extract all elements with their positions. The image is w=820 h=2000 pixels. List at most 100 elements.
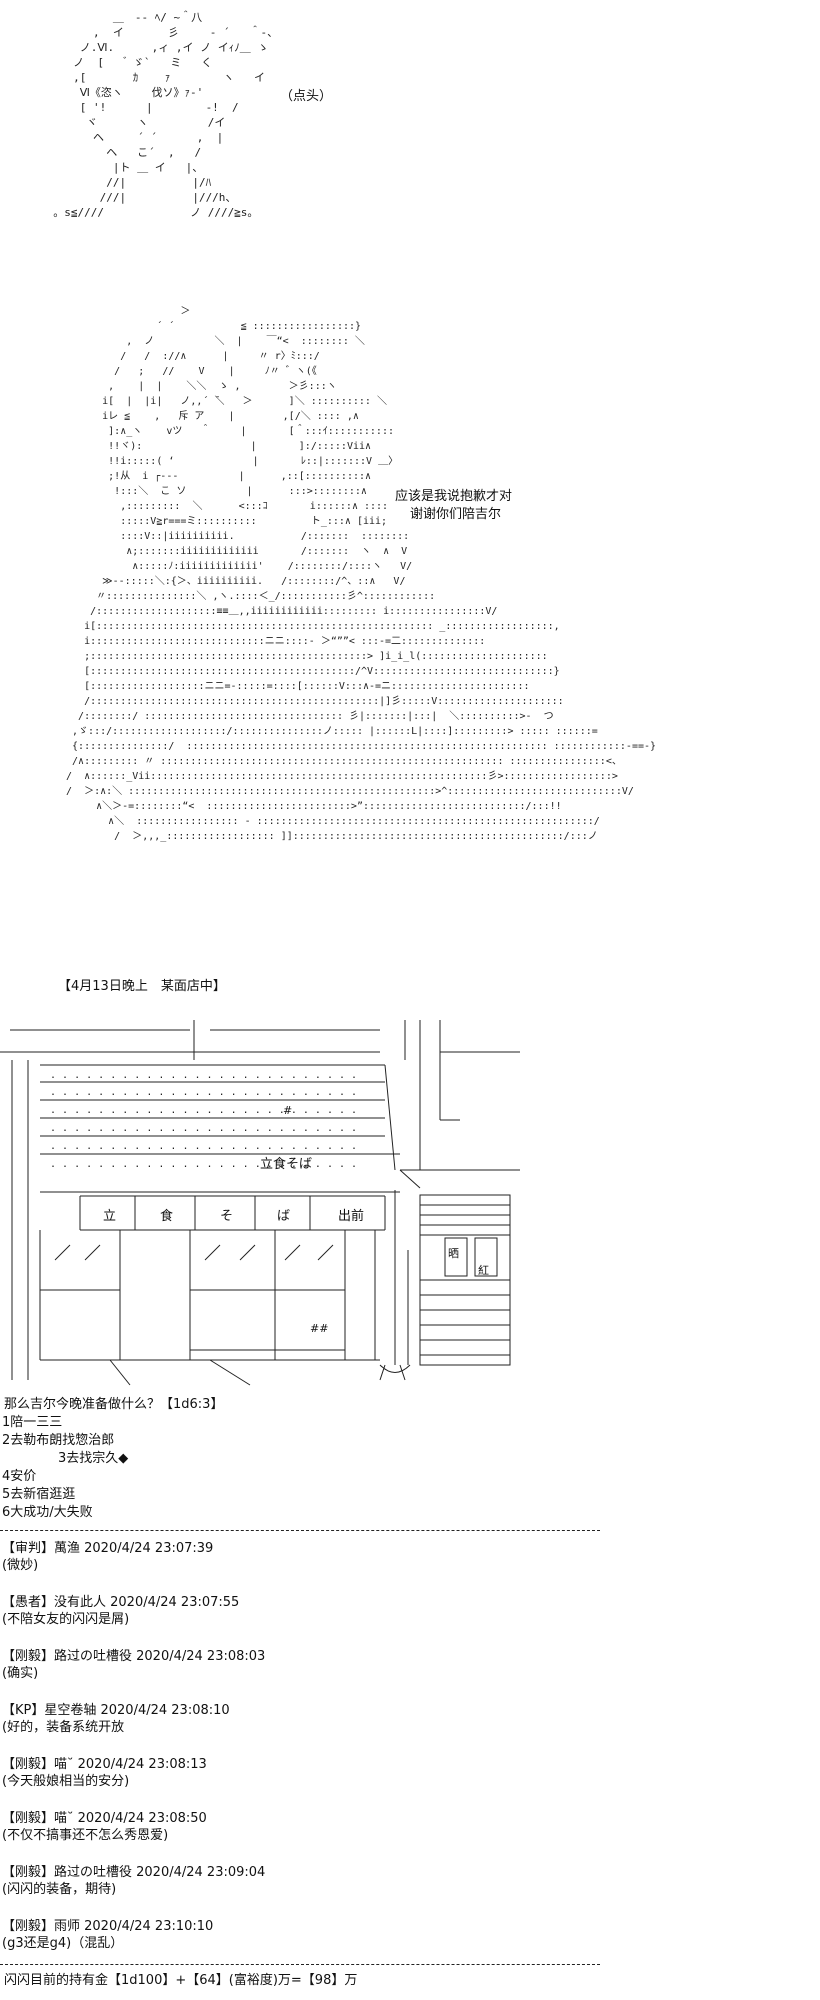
option-6: 6大成功/大失败 [2,1505,93,1520]
aa-second-line: ＞ [60,306,191,317]
aa-second-line: iレ ≦ , 斥 ̄ア | ,[/＼ :::: ,∧ [60,411,359,422]
aa-top-line: ,[ ｶ ｧ ヽ イ [40,71,266,84]
aa-second-line: , | | ＼＼ ゝ , ＞彡:::ヽ [60,381,337,392]
svg-text:. . . . . . . . . . . . . . .: . . . . . . . . . . . . . . . . . . . . … [50,1141,357,1152]
aa-second-line: ;:::::::::::::::::::::::::::::::::::::::… [60,651,548,662]
comment: 【刚毅】雨师 2020/4/24 23:10:10 (g3还是g4)（混乱） [2,1918,213,1952]
svg-text:. . . . . . . . . . . . . . .: . . . . . . . . . . . . . . . . . . . . … [50,1123,357,1134]
comment: 【愚者】没有此人 2020/4/24 23:07:55 (不陪女友的闪闪是屑) [2,1594,239,1628]
aa-second-line: 〃:::::::::::::::＼ ,ヽ.::::＜_/:::::::::::彡… [60,591,436,602]
aa-second-line: :::::V≧r===ミ:::::::::: ト_:::∧ [iii; [60,516,388,527]
option-4: 4安价 [2,1469,37,1484]
comment-body: (今天般娘相当的安分) [2,1774,130,1789]
side-sign-char-2: 紅 [478,1264,489,1277]
nod-caption: （点头） [280,89,333,104]
option-3: 3去找宗久◆ [58,1451,129,1466]
aa-top-line: ヾ ヽ /イ [40,116,226,129]
aa-top-line: ノ [ ゙ ゞ` ミ く [40,56,213,69]
aa-second-line: / ＞:∧:＼ ::::::::::::::::::::::::::::::::… [60,786,634,797]
comment: 【刚毅】路过の吐槽役 2020/4/24 23:09:04 (闪闪的装备，期待) [2,1864,265,1898]
aa-second-line: ≫--:::::＼:{＞、iiiiiiiiii. /::::::::/^、::∧… [60,576,406,587]
comment-body: (确实) [2,1666,39,1681]
svg-text:. . . . . . . . . . . . . . .: . . . . . . . . . . . . . . . . . . . . … [50,1159,357,1170]
aa-second-line: , ノ ＼ | ￣“< :::::::: ＼ [60,336,365,347]
aa-second-line: ∧:::::ﾉ:iiiiiiiiiiiii' /::::::::/::::ヽ V… [60,561,413,572]
comment-body: (g3还是g4)（混乱） [2,1936,124,1951]
money-line: 闪闪目前的持有金【1d100】+【64】(富裕度)万=【98】万 [4,1973,358,1988]
aa-second-line: {:::::::::::::::/ ::::::::::::::::::::::… [60,741,657,752]
aa-second-line: ;!从 i ┌‐‐‐ | ,::[::::::::::∧ [60,471,372,482]
aa-second-line: / ; // V | ﾉ〃 ゛ヽ(《 [60,366,317,377]
time-label: 【4月13日晚上 某面店中】 [58,979,226,994]
aa-second-line: !!ヾ): | ]:/:::::Vii∧ [60,441,372,452]
aa-top-line: 。s≦//// ノ ////≧s。 [40,206,259,219]
aa-second-line: ,::::::::: ＼ <:::ｺ i::::::∧ :::: [60,501,389,512]
aa-top-line: [ '! | ‐! / [40,101,239,114]
aa-second-line: i:::::::::::::::::::::::::::::ニニ::::- ＞“… [60,636,486,647]
aa-top-line: //| |/ﾊ [40,176,212,189]
aa-second-line: ]:∧_ヽ vツ ＾ | [＾:::ｲ::::::::::: [60,426,394,437]
comment: 【刚毅】路过の吐槽役 2020/4/24 23:08:03 (确实) [2,1648,265,1682]
aa-top-line: ＿ -‐ ﾍ/ ~＾八 [40,11,203,24]
aa-second-line: i[::::::::::::::::::::::::::::::::::::::… [60,621,560,632]
aa-top-line: Ⅵ《恣ヽ 伐ソ》ｧ-' [40,86,204,99]
comment-body: (不陪女友的闪闪是屑) [2,1612,130,1627]
comment-header: 【刚毅】喵˘ 2020/4/24 23:08:50 [2,1811,207,1826]
noren-label-4: ば [277,1209,291,1224]
aa-second-line: i[ | |i| ノ,,´ ̄＼ ＞ ]＼ :::::::::: ＼ [60,396,387,407]
comment-body: (不仅不搞事还不怎么秀恩爱) [2,1828,169,1843]
aa-second-line: !:::＼ こ ソ | :::>::::::::∧ [60,486,367,497]
noren-label-1: 立 [103,1209,117,1224]
hash-mark-2: ## [310,1322,329,1335]
aa-top-line: ヘ こ´ , / [40,146,202,159]
speech-line-1: 应该是我说抱歉才对 [395,489,513,504]
aa-second-line: ,ゞ:::/:::::::::::::::::::/::::::::::::::… [60,726,598,737]
aa-top-line: ヘ ´ ´ , | [40,131,224,144]
aa-second-line: ∧;:::::::iiiiiiiiiiiii /::::::: ヽ ∧ V [60,546,408,557]
divider-top [0,1530,600,1531]
comment-header: 【刚毅】路过の吐槽役 2020/4/24 23:09:04 [2,1865,266,1880]
comment-header: 【刚毅】雨师 2020/4/24 23:10:10 [2,1919,214,1934]
noren-label-3: そ [220,1209,234,1224]
comment-header: 【刚毅】路过の吐槽役 2020/4/24 23:08:03 [2,1649,266,1664]
aa-second-line: ::::V::|iiiiiiiiii. /::::::: :::::::: [60,531,410,542]
comment-header: 【审判】萬渔 2020/4/24 23:07:39 [2,1541,214,1556]
option-2: 2去勒布朗找惣治郎 [2,1433,115,1448]
aa-second-line: /::::::::/ :::::::::::::::::::::::::::::… [60,711,554,722]
aa-top-line: ノ.Ⅵ. ,ィ ,イ ノ イｨﾉ＿ ゝ [40,41,269,54]
svg-text:. . . . . . . . . . . . . . .: . . . . . . . . . . . . . . . . . . . . … [50,1105,357,1116]
comment: 【刚毅】喵˘ 2020/4/24 23:08:50 (不仅不搞事还不怎么秀恩爱) [2,1810,207,1844]
aa-top-line: |ト ＿ イ |、 [40,161,204,174]
comment-header: 【愚者】没有此人 2020/4/24 23:07:55 [2,1595,240,1610]
divider-bottom [0,1964,600,1965]
side-sign-char: 晒 [448,1247,459,1260]
option-1: 1陪一三三 [2,1415,63,1430]
comment-body: (微妙) [2,1558,39,1573]
comment: 【审判】萬渔 2020/4/24 23:07:39 (微妙) [2,1540,213,1574]
aa-second-line: / / ://∧ | 〃 r〉ﾐ:::/ [60,351,320,362]
speech-line-2: 谢谢你们陪吉尔 [410,507,502,522]
svg-text:. . . . . . . . . . . . . . .: . . . . . . . . . . . . . . . . . . . . … [50,1087,357,1098]
option-5: 5去新宿逛逛 [2,1487,76,1502]
aa-second-line: ∧＼ ::::::::::::::::: ‐ :::::::::::::::::… [60,816,600,827]
question: 那么吉尔今晚准备做什么？【1d6:3】 [4,1397,224,1412]
aa-second-line: /∧::::::::: 〃 ::::::::::::::::::::::::::… [60,756,622,767]
noodle-shop-illustration: . . . . . . . . . . . . . . . . . . . . … [0,1020,520,1386]
aa-second-line: [:::::::::::::::::::::::::::::::::::::::… [60,666,560,677]
comment: 【刚毅】喵˘ 2020/4/24 23:08:13 (今天般娘相当的安分) [2,1756,207,1790]
comment-header: 【KP】星空卷轴 2020/4/24 23:08:10 [2,1703,230,1718]
aa-top-line: ///| |///h、 [40,191,237,204]
aa-second-line: /::::::::::::::::::::≡≡＿,,iiiiiiiiiiii::… [60,606,498,617]
aa-top-line: , イ 彡 ‐ ´ ＾‐、 [40,26,279,39]
noren-label-2: 食 [160,1209,174,1224]
hash-mark: # [283,1104,293,1117]
aa-second-line: ´ ´ ≦ :::::::::::::::::} [60,321,362,332]
aa-second-line: !!i:::::( ‘ | ﾚ::|:::::::V ＿〉 [60,456,399,467]
comment: 【KP】星空卷轴 2020/4/24 23:08:10 (好的，装备系统开放 [2,1702,230,1736]
aa-second-line: / ＞,,,_:::::::::::::::::: ]]::::::::::::… [60,831,598,842]
comment-header: 【刚毅】喵˘ 2020/4/24 23:08:13 [2,1757,207,1772]
shop-sign: 立食そば [260,1157,313,1172]
noren-label-5: 出前 [338,1209,365,1224]
aa-character-nodding: ＿ -‐ ﾍ/ ~＾八 , イ 彡 ‐ ´ ＾‐、 ノ.Ⅵ. ,ィ ,イ ノ イ… [40,10,278,220]
aa-second-line: [:::::::::::::::::::ニニ=-:::::=::::[:::::… [60,681,530,692]
